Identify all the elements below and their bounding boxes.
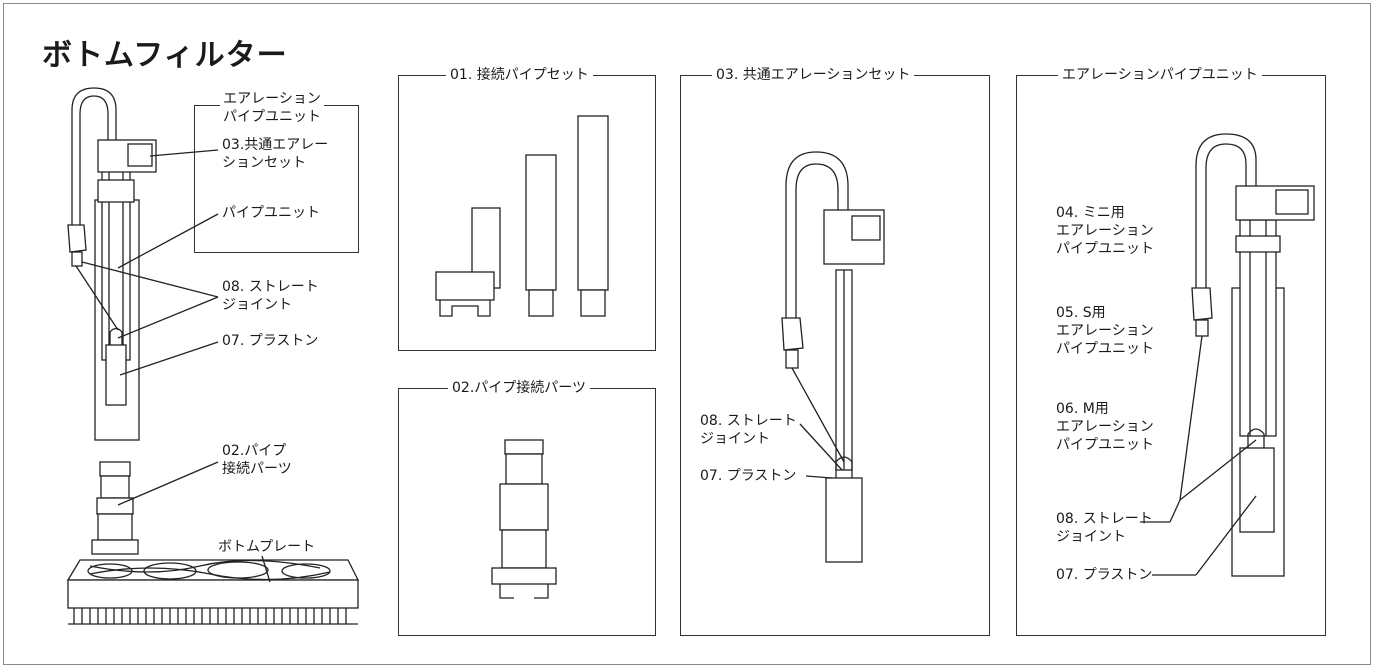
p04-label-straight-joint: 08. ストレート ジョイント: [1056, 511, 1153, 545]
p03-label-straight-joint: 08. ストレート ジョイント: [700, 413, 797, 447]
p04-label-m: 06. M用 エアレーション パイプユニット: [1056, 401, 1154, 453]
label-aeration-set: 03.共通エアレー ションセット: [222, 137, 329, 171]
common-aeration-set-drawing: [781, 151, 885, 563]
callout-box-title: エアレーション パイプユニット: [220, 90, 324, 126]
p04-label-mini: 04. ミニ用 エアレーション パイプユニット: [1056, 205, 1154, 257]
label-pipe-connect: 02.パイプ 接続パーツ: [222, 443, 292, 477]
pipe-connection-part-drawing: [491, 439, 557, 599]
diagram-frame: [3, 3, 1371, 665]
overview-bottom-plate-drawing: [66, 555, 360, 625]
aeration-pipe-unit-drawing: [1140, 133, 1315, 577]
label-pipe-unit: パイプユニット: [222, 205, 320, 221]
overview-connector-drawing: [91, 461, 219, 555]
p04-label-plaston: 07. プラストン: [1056, 567, 1153, 583]
connection-pipe-set-drawing: [435, 115, 609, 317]
label-straight-joint: 08. ストレート ジョイント: [222, 279, 319, 313]
overview-pipe-unit-drawing: [67, 87, 219, 441]
page-title: ボトムフィルター: [42, 38, 288, 73]
panel-01-title: 01. 接続パイプセット: [446, 66, 593, 84]
p04-label-s: 05. S用 エアレーション パイプユニット: [1056, 305, 1154, 357]
panel-04-title: エアレーションパイプユニット: [1058, 66, 1262, 84]
panel-03-title: 03. 共通エアレーションセット: [712, 66, 915, 84]
p03-label-plaston: 07. プラストン: [700, 468, 797, 484]
panel-02-title: 02.パイプ接続パーツ: [448, 379, 590, 397]
label-plaston: 07. プラストン: [222, 333, 319, 349]
label-bottom-plate: ボトムプレート: [218, 539, 316, 555]
